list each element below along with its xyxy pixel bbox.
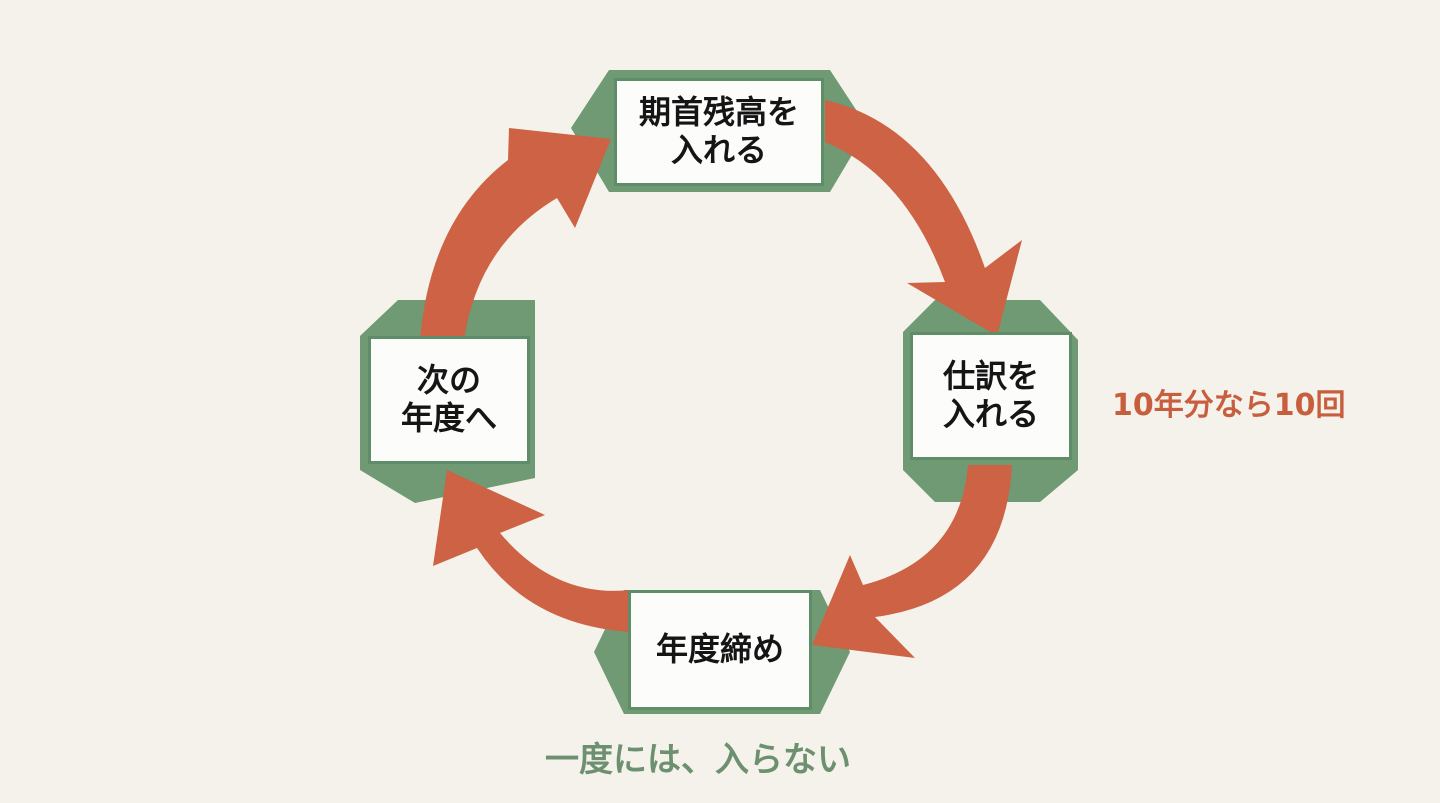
node-journal-entry: 仕訳を 入れる [910, 332, 1072, 460]
arrow-top-to-right [825, 100, 1022, 336]
repeat-count-note: 10年分なら10回 [1112, 388, 1346, 423]
node-opening-balance-line1: 期首残高を [638, 93, 799, 132]
node-opening-balance: 期首残高を 入れる [614, 78, 824, 186]
node-next-year-line1: 次の [416, 361, 481, 400]
arrow-bottom-to-left [433, 470, 630, 632]
arrow-right-to-bottom [812, 465, 1012, 658]
node-year-end-closing: 年度締め [628, 590, 812, 710]
node-journal-entry-line1: 仕訳を [942, 357, 1039, 396]
arrow-left-to-top [420, 128, 611, 340]
node-journal-entry-line2: 入れる [942, 395, 1039, 433]
node-opening-balance-line2: 入れる [670, 131, 767, 169]
node-year-end-closing-line1: 年度締め [655, 630, 784, 669]
not-all-at-once-note: 一度には、入らない [545, 740, 851, 780]
node-next-year-line2: 年度へ [400, 399, 497, 437]
node-next-year: 次の 年度へ [368, 336, 530, 464]
